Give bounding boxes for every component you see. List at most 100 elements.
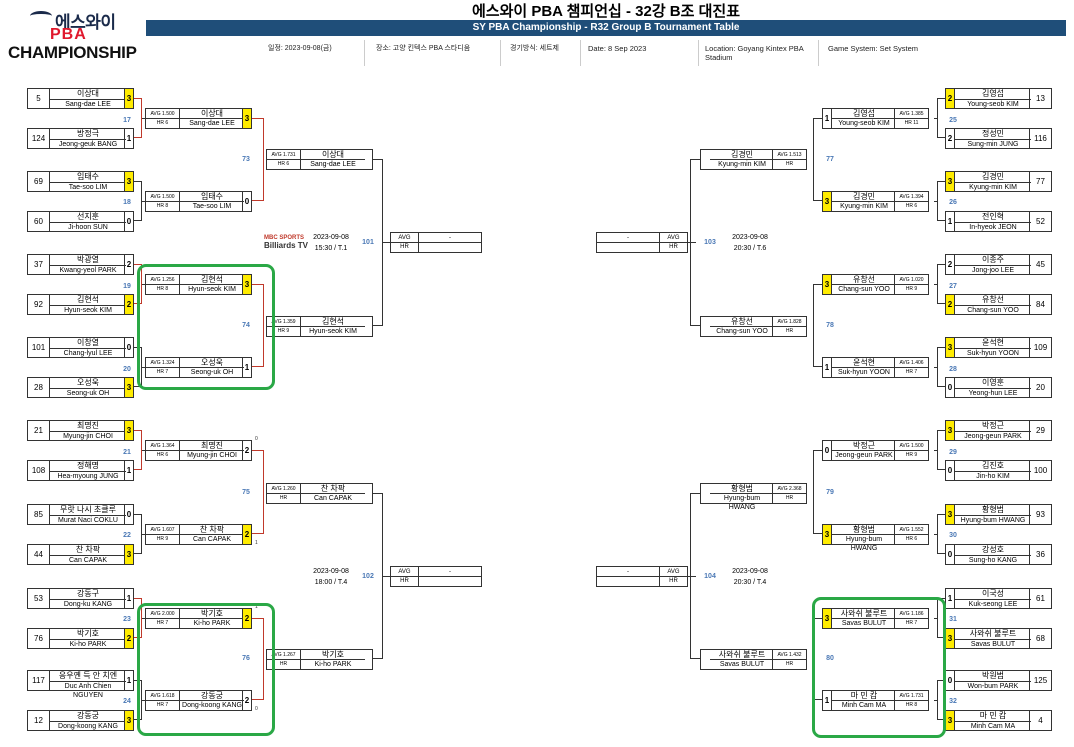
set-score: 0 bbox=[946, 671, 955, 690]
set-score: 3 bbox=[946, 338, 955, 357]
player-name-en: Kuk-seong LEE bbox=[955, 599, 1031, 609]
schedule-date: 2023-09-08 bbox=[313, 568, 349, 575]
set-score: 1 bbox=[823, 358, 832, 377]
set-score: 1 bbox=[124, 129, 133, 148]
logo-line1: 에스와이 bbox=[55, 13, 116, 32]
bracket-line bbox=[252, 618, 264, 700]
avg-stat: AVG 1.432 bbox=[772, 650, 806, 660]
seed-number: 29 bbox=[1029, 421, 1051, 440]
match-number: 27 bbox=[949, 283, 957, 290]
seed-number: 61 bbox=[1029, 589, 1051, 608]
avg-stat: AVG 2.368 bbox=[772, 484, 806, 494]
page-title: 에스와이 PBA 챔피언십 - 32강 B조 대진표 bbox=[471, 3, 741, 20]
hr-stat: HR bbox=[267, 494, 301, 503]
hr-stat: HR 7 bbox=[146, 368, 180, 377]
player-name-en: Kyung-min KIM bbox=[840, 203, 888, 210]
seed-number: 44 bbox=[28, 545, 50, 564]
player-name-ko: 이상대 bbox=[301, 150, 365, 160]
match-number: 75 bbox=[242, 489, 250, 496]
set-score: 1 bbox=[823, 109, 832, 128]
set-score: 2 bbox=[124, 629, 133, 648]
bracket-line bbox=[383, 242, 390, 243]
player-name-ko: 이상대 bbox=[76, 89, 100, 98]
bracket-line bbox=[142, 118, 145, 119]
bracket-line bbox=[383, 576, 390, 577]
player-name-ko: 박광열 bbox=[76, 255, 100, 264]
set-score: 3 bbox=[823, 275, 832, 294]
player-name-en: Jong-joo LEE bbox=[955, 265, 1031, 275]
player-name-ko: 김영섭 bbox=[832, 109, 896, 119]
player-name-ko: 강동궁 bbox=[76, 711, 100, 720]
divider bbox=[364, 40, 365, 66]
set-score: 1 bbox=[946, 212, 955, 231]
score-dash: - bbox=[597, 567, 659, 577]
set-score: 3 bbox=[823, 192, 832, 211]
bracket-line bbox=[937, 98, 945, 138]
set-score: 1 bbox=[124, 671, 133, 690]
hr-stat: HR 9 bbox=[267, 327, 301, 336]
player-name-en: Hea-myoung JUNG bbox=[50, 471, 126, 481]
avg-stat: AVG 1.267 bbox=[267, 650, 301, 660]
